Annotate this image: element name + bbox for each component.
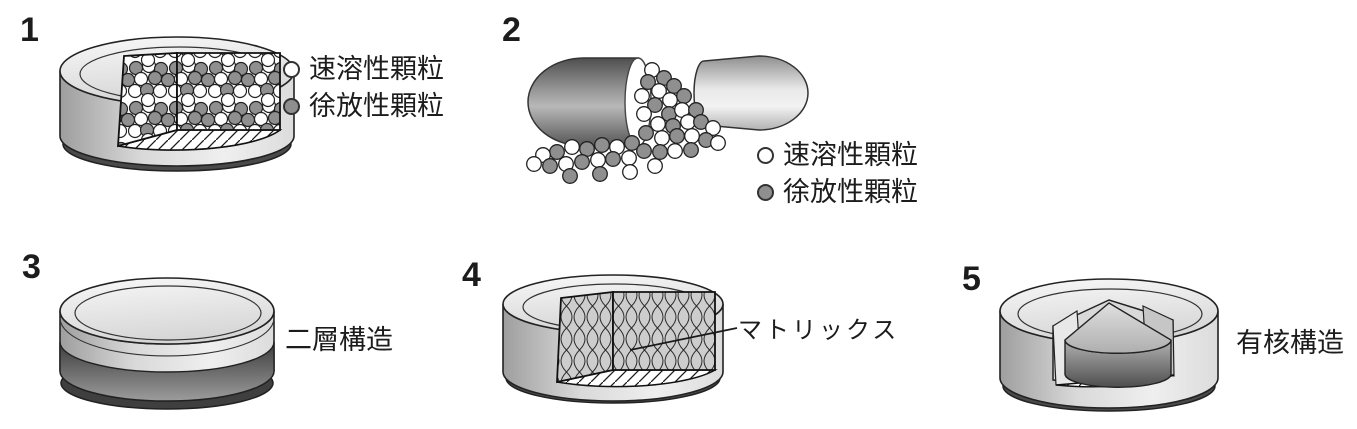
granule-legend-1: 速溶性顆粒 徐放性顆粒 [283,56,444,120]
legend-row-fast: 速溶性顆粒 [757,142,918,169]
figure-number-1: 1 [20,11,39,49]
fast-granule-icon [757,147,774,164]
figure-number-2: 2 [502,11,521,49]
slow-granule-icon [283,98,300,115]
fast-granule-label: 速溶性顆粒 [783,140,918,170]
bilayer-tablet-illustration [59,277,275,410]
matrix-label: マトリックス [738,318,900,344]
cored-tablet-illustration [999,278,1219,412]
slow-granule-label: 徐放性顆粒 [783,177,918,207]
figure-number-4: 4 [462,256,481,294]
cored-label: 有核構造 [1236,328,1344,358]
matrix-tablet-illustration [502,274,724,404]
capsule-illustration [526,55,809,184]
fast-granule-icon [283,61,300,78]
legend-row-slow: 徐放性顆粒 [283,93,444,120]
slow-granule-label: 徐放性顆粒 [309,91,444,121]
figure-number-5: 5 [962,260,981,298]
spilled-granules [526,62,726,184]
granule-tablet-illustration [59,36,295,172]
matrix-leader-line [629,327,738,351]
legend-row-fast: 速溶性顆粒 [283,56,444,83]
bilayer-label: 二層構造 [285,325,393,355]
figure-number-3: 3 [22,248,41,286]
fast-granule-label: 速溶性顆粒 [309,54,444,84]
granule-legend-2: 速溶性顆粒 徐放性顆粒 [757,142,918,206]
slow-granule-icon [757,184,774,201]
legend-row-slow: 徐放性顆粒 [757,179,918,206]
